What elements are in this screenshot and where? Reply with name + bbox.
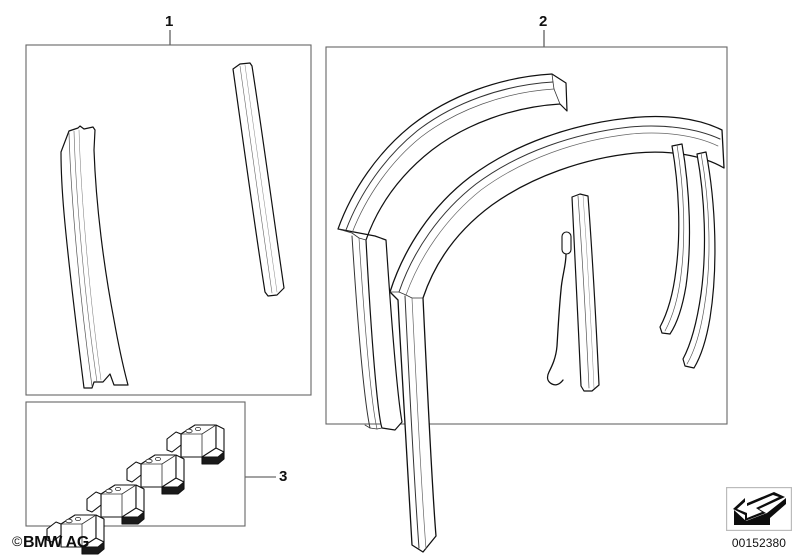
view-arrow-body [734, 498, 786, 525]
callout-number-1: 1 [165, 13, 174, 30]
retaining-clip-3 [126, 454, 185, 495]
retaining-clip-4 [166, 424, 225, 465]
release-cable [546, 231, 572, 386]
view-direction-arrow [726, 487, 792, 531]
pillar-trim-wide-strip [60, 125, 129, 389]
retaining-clip-2 [86, 484, 145, 525]
figure-number: 00152380 [731, 536, 787, 550]
callout-number-2: 2 [539, 13, 548, 30]
window-frame-outer-trim [337, 73, 568, 431]
retaining-clip-set [46, 424, 225, 555]
pillar-trim-narrow-strip [232, 62, 285, 297]
release-cable-end-cap [561, 231, 572, 255]
copyright-symbol: © [12, 533, 23, 549]
view-arrow-highlight [737, 495, 779, 518]
panel-3-group [25, 401, 246, 555]
callout-number-3: 3 [279, 468, 288, 485]
copyright-text: BMW AG [23, 534, 90, 551]
rear-quarter-trim-outer [682, 151, 716, 369]
panel-1-group [25, 44, 312, 396]
retaining-clip-1 [46, 514, 105, 555]
callout-leader-lines [169, 30, 545, 478]
b-pillar-vertical-trim [571, 193, 600, 392]
window-frame-inner-trim [389, 115, 725, 553]
copyright-notice: ©BMW AG [12, 533, 89, 552]
rear-quarter-trim [659, 143, 691, 335]
panel-2-group [325, 46, 728, 553]
